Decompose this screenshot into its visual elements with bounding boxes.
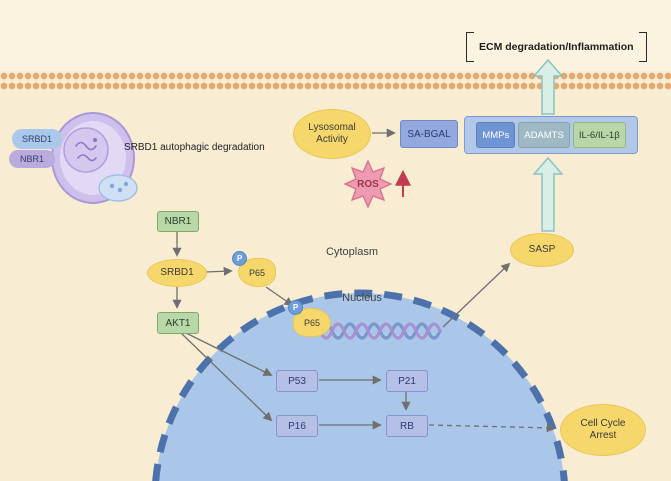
srbd1-cargo-tag: SRBD1 <box>12 129 62 149</box>
cytoplasm-label: Cytoplasm <box>326 246 378 258</box>
nucleus-label: Nucleus <box>342 292 382 304</box>
il6-chip: IL-6/IL-1β <box>572 122 626 148</box>
phospho-badge-cytoplasm: P <box>232 251 247 266</box>
p16-node: P16 <box>276 415 318 437</box>
phospho-badge-nucleus: P <box>288 300 303 315</box>
rb-node: RB <box>386 415 428 437</box>
nucleus-circle <box>152 289 568 481</box>
nbr1-cargo-tag: NBR1 <box>9 150 55 168</box>
sasp-node: SASP <box>510 233 574 267</box>
akt1-node: AKT1 <box>157 312 199 334</box>
p53-node: P53 <box>276 370 318 392</box>
cytokine-panel: MMPs ADAMTS IL-6/IL-1β <box>464 116 638 154</box>
lysosomal-line1: Lysosomal <box>308 122 356 133</box>
sa-bgal-node: SA-BGAL <box>400 120 458 148</box>
arrow-akt1-to-p53 <box>185 332 273 376</box>
ros-label: ROS <box>357 179 379 190</box>
adamts-chip: ADAMTS <box>518 122 570 148</box>
bracket-right-icon <box>638 32 647 62</box>
cell-cycle-line1: Cell Cycle <box>580 418 626 429</box>
cell-cycle-line2: Arrest <box>589 430 617 441</box>
ecm-label: ECM degradation/Inflammation <box>479 41 634 53</box>
arrow-rb-to-cell-cycle <box>428 423 556 433</box>
srbd1-node: SRBD1 <box>147 259 207 287</box>
autophagosome-icon <box>51 112 138 204</box>
pathway-arrows <box>172 128 556 433</box>
arrow-p65-to-nucleus <box>265 286 294 307</box>
ecm-banner: ECM degradation/Inflammation <box>466 32 647 62</box>
dna-helix-icon <box>318 322 442 340</box>
nbr1-node: NBR1 <box>157 211 199 232</box>
autophagic-degradation-caption: SRBD1 autophagic degradation <box>124 142 265 153</box>
arrow-srbd1-to-p65 <box>204 266 233 276</box>
p21-node: P21 <box>386 370 428 392</box>
lysosomal-line2: Activity <box>316 134 348 145</box>
block-arrow-sasp-to-cytokines <box>532 156 564 232</box>
cell-membrane <box>0 71 671 91</box>
arrow-dna-to-sasp <box>442 262 511 328</box>
cell-cycle-arrest-node: Cell Cycle Arrest <box>560 404 646 456</box>
arrow-akt1-to-p16 <box>180 332 273 422</box>
bracket-left-icon <box>466 32 474 62</box>
lysosomal-activity-node: Lysosomal Activity <box>293 109 371 159</box>
mmps-chip: MMPs <box>476 122 516 148</box>
